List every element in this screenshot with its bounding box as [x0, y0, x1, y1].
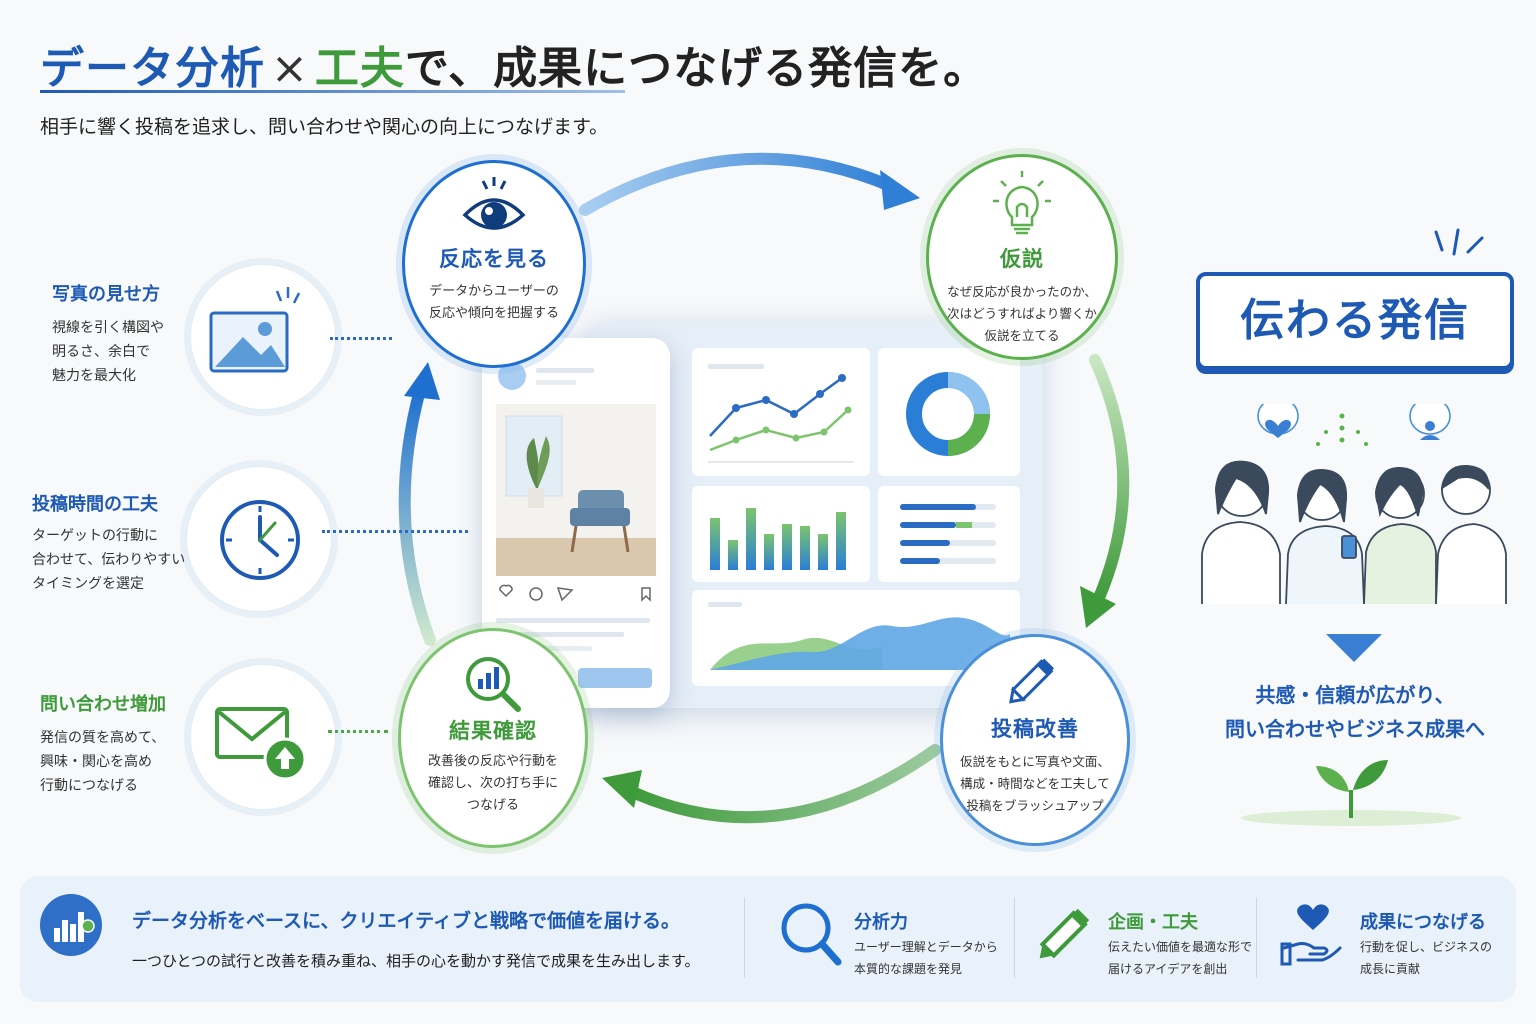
- area-chart-graphic: [708, 602, 1010, 670]
- line-chart-graphic: [708, 364, 854, 463]
- feature-text: ユーザー理解とデータから本質的な課題を発見: [854, 940, 998, 976]
- cycle-node-verify: 結果確認 改善後の反応や行動を確認し、次の打ち手につなげる: [398, 628, 588, 848]
- bottom-main-title: データ分析をベースに、クリエイティブと戦略で価値を届ける。: [132, 910, 680, 932]
- cycle-node-title: 反応を見る: [439, 247, 549, 271]
- lightbulb-icon: [993, 171, 1051, 235]
- line-chart-card: [692, 348, 870, 476]
- left-item-title: 写真の見せ方: [52, 284, 160, 305]
- cycle-node-improve: 投稿改善 仮説をもとに写真や文面、構成・時間などを工夫して投稿をブラッシュアップ: [940, 634, 1130, 846]
- down-triangle-icon: [1326, 634, 1382, 662]
- pencil-icon: [1009, 658, 1055, 704]
- feature-text: 行動を促し、ビジネスの成長に貢献: [1360, 940, 1493, 976]
- feature-text: 伝えたい価値を最適な形で届けるアイデアを創出: [1108, 940, 1253, 976]
- hand-heart-icon: [1280, 904, 1342, 966]
- page-title: データ分析×工夫で、成果につなげる発信を。: [40, 43, 989, 94]
- cycle-node-title: 結果確認: [449, 719, 537, 743]
- mail-upload-icon: [215, 707, 307, 781]
- eye-icon: [462, 177, 526, 230]
- people-illustration: [1201, 404, 1507, 605]
- feature-title: 企画・工夫: [1108, 912, 1198, 933]
- cycle-node-text: なぜ反応が良かったのか、次はどうすればより響くか仮説を立てる: [947, 284, 1097, 343]
- magnifier-icon: [781, 903, 842, 966]
- page-subtitle: 相手に響く投稿を追求し、問い合わせや関心の向上につなげます。: [40, 116, 609, 138]
- mail-circle: [190, 664, 336, 810]
- divider: [744, 898, 745, 978]
- progress-bars-card: [878, 486, 1020, 582]
- pencil-icon: [1039, 908, 1090, 959]
- image-icon: [209, 287, 301, 373]
- clock-circle: [186, 466, 332, 612]
- left-item-text: 発信の質を高めて、興味・関心を高め行動につなげる: [40, 730, 166, 794]
- emphasis-lines-icon: [1434, 228, 1484, 256]
- cycle-node-title: 仮説: [1000, 247, 1044, 271]
- left-item-text: ターゲットの行動に合わせて、伝わりやすいタイミングを選定: [32, 528, 186, 592]
- chart-magnifier-icon: [466, 657, 521, 712]
- cycle-node-hypothesis: 仮説 なぜ反応が良かったのか、次はどうすればより響くか仮説を立てる: [926, 154, 1118, 360]
- sprout-icon: [1241, 760, 1461, 826]
- divider: [1256, 898, 1257, 978]
- bar-chart-graphic: [710, 508, 846, 570]
- clock-icon: [220, 500, 300, 580]
- feature-title: 成果につなげる: [1360, 912, 1486, 933]
- bar-chart-card: [692, 486, 870, 582]
- divider: [1014, 898, 1015, 978]
- donut-chart-graphic: [906, 372, 990, 456]
- bottom-main-text: 一つひとつの試行と改善を積み重ね、相手の心を動かす発信で成果を生み出します。: [132, 952, 700, 970]
- cycle-node-text: 仮説をもとに写真や文面、構成・時間などを工夫して投稿をブラッシュアップ: [960, 754, 1110, 813]
- headline-box: 伝わる発信: [1196, 272, 1514, 370]
- bottom-summary-band: [20, 876, 1516, 1002]
- progress-bars-graphic: [900, 504, 996, 564]
- title-underline: [40, 90, 625, 93]
- growth-chart-icon: [40, 894, 102, 956]
- photo-circle: [190, 264, 336, 410]
- cycle-node-text: データからユーザーの反応や傾向を把握する: [428, 284, 559, 321]
- post-mockup-graphic: [496, 362, 656, 688]
- dotted-connector: [328, 730, 388, 733]
- left-item-title: 投稿時間の工夫: [32, 494, 158, 515]
- cycle-node-observe: 反応を見る データからユーザーの反応や傾向を把握する: [402, 160, 586, 368]
- cycle-node-title: 投稿改善: [991, 717, 1079, 741]
- dotted-connector: [322, 530, 468, 533]
- feature-title: 分析力: [854, 912, 908, 933]
- cycle-node-text: 改善後の反応や行動を確認し、次の打ち手につなげる: [427, 754, 558, 813]
- left-item-title: 問い合わせ増加: [40, 694, 166, 715]
- outcome-text: 共感・信頼が広がり、問い合わせやビジネス成果へ: [1225, 683, 1485, 741]
- dotted-connector: [330, 337, 392, 340]
- donut-chart-card: [878, 348, 1020, 476]
- left-item-text: 視線を引く構図や明るさ、余白で魅力を最大化: [52, 320, 164, 384]
